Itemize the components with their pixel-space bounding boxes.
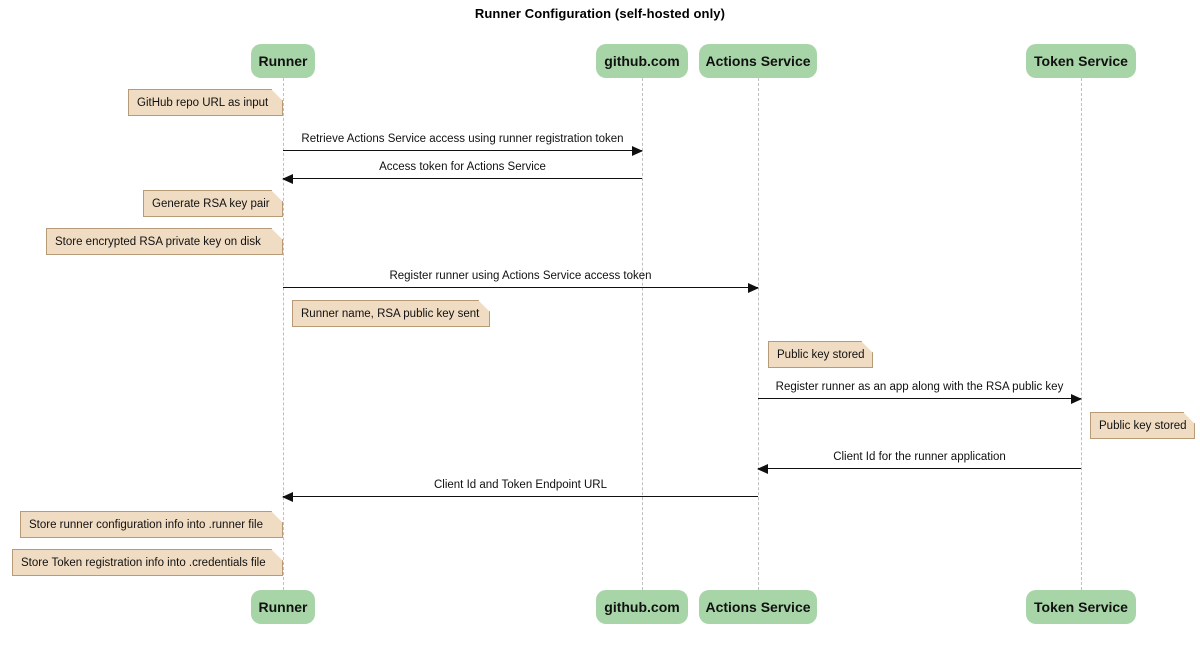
note-runner-name-rsa-public-key-sent: Runner name, RSA public key sent	[292, 300, 490, 327]
participant-token-bottom[interactable]: Token Service	[1026, 590, 1136, 624]
msg-access-token-for-actions-service-label: Access token for Actions Service	[379, 161, 546, 173]
note-label: Generate RSA key pair	[152, 197, 270, 210]
lifeline-github	[642, 78, 643, 590]
msg-register-runner-using-access-token	[283, 283, 759, 293]
arrowhead-left-icon	[282, 492, 293, 502]
msg-register-runner-using-access-token-label: Register runner using Actions Service ac…	[389, 270, 652, 282]
note-store-token-registration: Store Token registration info into .cred…	[12, 549, 283, 576]
participant-github-top[interactable]: github.com	[596, 44, 688, 78]
participant-label: github.com	[604, 599, 680, 615]
msg-client-id-and-token-endpoint-url	[282, 492, 758, 502]
lifeline-runner	[283, 78, 284, 590]
msg-register-runner-as-an-app	[758, 394, 1082, 404]
msg-client-id-for-the-runner-application-label: Client Id for the runner application	[833, 451, 1006, 463]
msg-client-id-for-the-runner-application	[757, 464, 1081, 474]
msg-access-token-for-actions-service	[282, 174, 642, 184]
note-label: Store runner configuration info into .ru…	[29, 518, 263, 531]
participant-label: Runner	[258, 599, 308, 615]
participant-label: Token Service	[1034, 599, 1128, 615]
participant-actions-top[interactable]: Actions Service	[699, 44, 817, 78]
lifeline-token	[1081, 78, 1082, 590]
note-store-encrypted-rsa-private-key: Store encrypted RSA private key on disk	[46, 228, 283, 255]
msg-retrieve-actions-service-access	[283, 146, 643, 156]
participant-runner-top[interactable]: Runner	[251, 44, 315, 78]
note-label: Store encrypted RSA private key on disk	[55, 235, 261, 248]
participant-runner-bottom[interactable]: Runner	[251, 590, 315, 624]
note-store-runner-configuration: Store runner configuration info into .ru…	[20, 511, 283, 538]
lifeline-actions	[758, 78, 759, 590]
participant-label: Runner	[258, 53, 308, 69]
participant-label: Token Service	[1034, 53, 1128, 69]
participant-token-top[interactable]: Token Service	[1026, 44, 1136, 78]
arrowhead-right-icon	[632, 146, 643, 156]
note-github-repo-url: GitHub repo URL as input	[128, 89, 283, 116]
note-public-key-stored-token: Public key stored	[1090, 412, 1195, 439]
participant-label: Actions Service	[705, 599, 811, 615]
arrowhead-left-icon	[282, 174, 293, 184]
note-label: Store Token registration info into .cred…	[21, 556, 266, 569]
note-label: GitHub repo URL as input	[137, 96, 269, 109]
participant-label: github.com	[604, 53, 680, 69]
msg-register-runner-as-an-app-label: Register runner as an app along with the…	[775, 381, 1064, 393]
arrowhead-right-icon	[1071, 394, 1082, 404]
arrowhead-right-icon	[748, 283, 759, 293]
msg-retrieve-actions-service-access-label: Retrieve Actions Service access using ru…	[301, 133, 624, 145]
note-generate-rsa-key-pair: Generate RSA key pair	[143, 190, 283, 217]
note-label: Public key stored	[1099, 419, 1187, 432]
participant-github-bottom[interactable]: github.com	[596, 590, 688, 624]
participant-actions-bottom[interactable]: Actions Service	[699, 590, 817, 624]
note-public-key-stored-actions: Public key stored	[768, 341, 873, 368]
participant-label: Actions Service	[705, 53, 811, 69]
msg-client-id-and-token-endpoint-url-label: Client Id and Token Endpoint URL	[433, 479, 608, 491]
page-title: Runner Configuration (self-hosted only)	[474, 6, 726, 21]
arrowhead-left-icon	[757, 464, 768, 474]
note-label: Runner name, RSA public key sent	[301, 307, 480, 320]
note-label: Public key stored	[777, 348, 865, 361]
